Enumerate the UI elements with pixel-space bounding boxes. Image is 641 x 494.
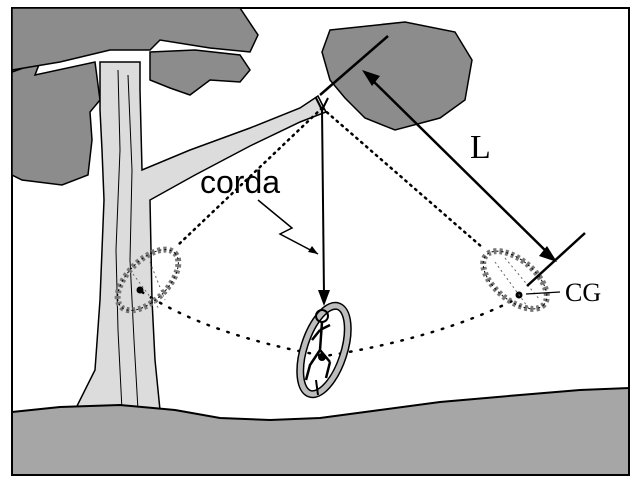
dimension-arrow-bottom [539, 246, 557, 262]
dimension-line [365, 73, 554, 259]
swing-arc [140, 290, 520, 358]
rope-pointer-arrow [257, 199, 319, 255]
child-foot [315, 379, 319, 396]
rope-main [321, 107, 325, 297]
tree-foliage-mid [149, 49, 251, 96]
dimension-tick-bottom [526, 232, 586, 287]
cg-label: CG [565, 278, 601, 307]
rope-arrowhead [318, 290, 330, 306]
cg-dot-center [318, 353, 326, 361]
rope-right-position [320, 106, 485, 250]
cg-dot-left [136, 286, 144, 294]
dimension-tick-top [319, 35, 389, 96]
length-dimension [319, 35, 586, 287]
length-label: L [470, 129, 491, 166]
tree-foliage-top [11, 7, 259, 71]
tree-trunk-grain-2 [127, 74, 139, 411]
rope-label: corda [200, 164, 280, 200]
tire-left-ghost [114, 246, 182, 314]
tire-center [296, 301, 352, 399]
cg-pointer-line [525, 291, 561, 295]
rope-pointer-arrowhead [308, 246, 318, 254]
tree-trunk [73, 61, 328, 411]
ground [11, 386, 630, 476]
rope-left-position [176, 106, 324, 247]
dimension-arrow-top [362, 70, 380, 86]
tree-trunk-grain-1 [115, 69, 123, 411]
